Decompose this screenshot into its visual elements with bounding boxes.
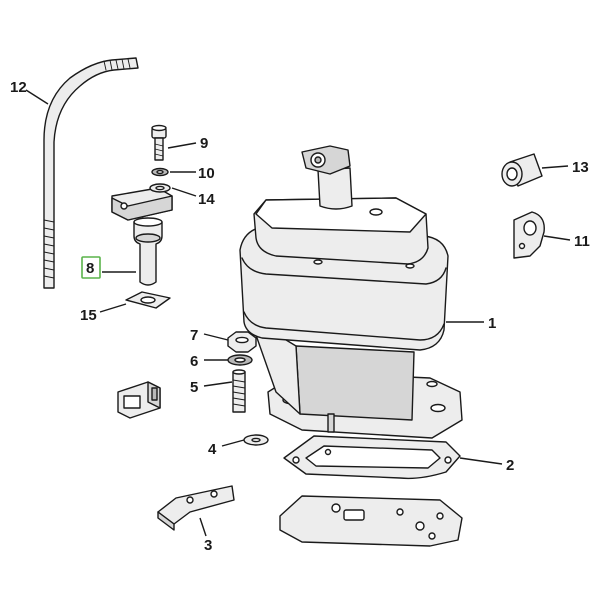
- part-11-clip[interactable]: [513, 211, 545, 259]
- callout-10[interactable]: 10: [198, 165, 215, 182]
- leader-lines: [25, 89, 571, 537]
- callout-1[interactable]: 1: [488, 315, 496, 332]
- part-12-threaded-rod[interactable]: [43, 57, 139, 289]
- callout-2[interactable]: 2: [506, 457, 514, 474]
- sensor-cable[interactable]: [62, 206, 119, 415]
- part-7-nut[interactable]: [227, 331, 257, 353]
- part-8-sensor-probe[interactable]: [133, 217, 163, 286]
- callout-8[interactable]: 8: [86, 260, 94, 277]
- callout-11[interactable]: 11: [574, 233, 590, 250]
- callout-7[interactable]: 7: [190, 327, 198, 344]
- part-1-main-unit[interactable]: [239, 145, 463, 439]
- callout-15[interactable]: 15: [80, 307, 97, 324]
- callout-4[interactable]: 4: [208, 441, 217, 458]
- callout-13[interactable]: 13: [572, 159, 589, 176]
- part-3-bracket[interactable]: [157, 485, 235, 531]
- part-15-gasket[interactable]: [125, 291, 171, 309]
- part-13-bushing[interactable]: [501, 153, 543, 187]
- part-14-washer[interactable]: [149, 183, 171, 193]
- part-5-stud[interactable]: [232, 369, 246, 413]
- base-plate: [279, 495, 463, 547]
- part-9-screw[interactable]: [151, 124, 167, 161]
- sensor-connector[interactable]: [117, 381, 161, 419]
- callout-3[interactable]: 3: [204, 537, 212, 554]
- part-6-washer[interactable]: [227, 354, 253, 366]
- callout-8-highlight: [81, 256, 101, 279]
- part-10-washer[interactable]: [151, 167, 169, 177]
- callout-14[interactable]: 14: [198, 191, 215, 208]
- callout-12[interactable]: 12: [10, 79, 27, 96]
- part-4-washer[interactable]: [243, 434, 269, 446]
- callout-5[interactable]: 5: [190, 379, 198, 396]
- part-2-gasket[interactable]: [283, 435, 461, 480]
- callout-9[interactable]: 9: [200, 135, 208, 152]
- callout-6[interactable]: 6: [190, 353, 198, 370]
- sensor-bracket[interactable]: [111, 187, 173, 221]
